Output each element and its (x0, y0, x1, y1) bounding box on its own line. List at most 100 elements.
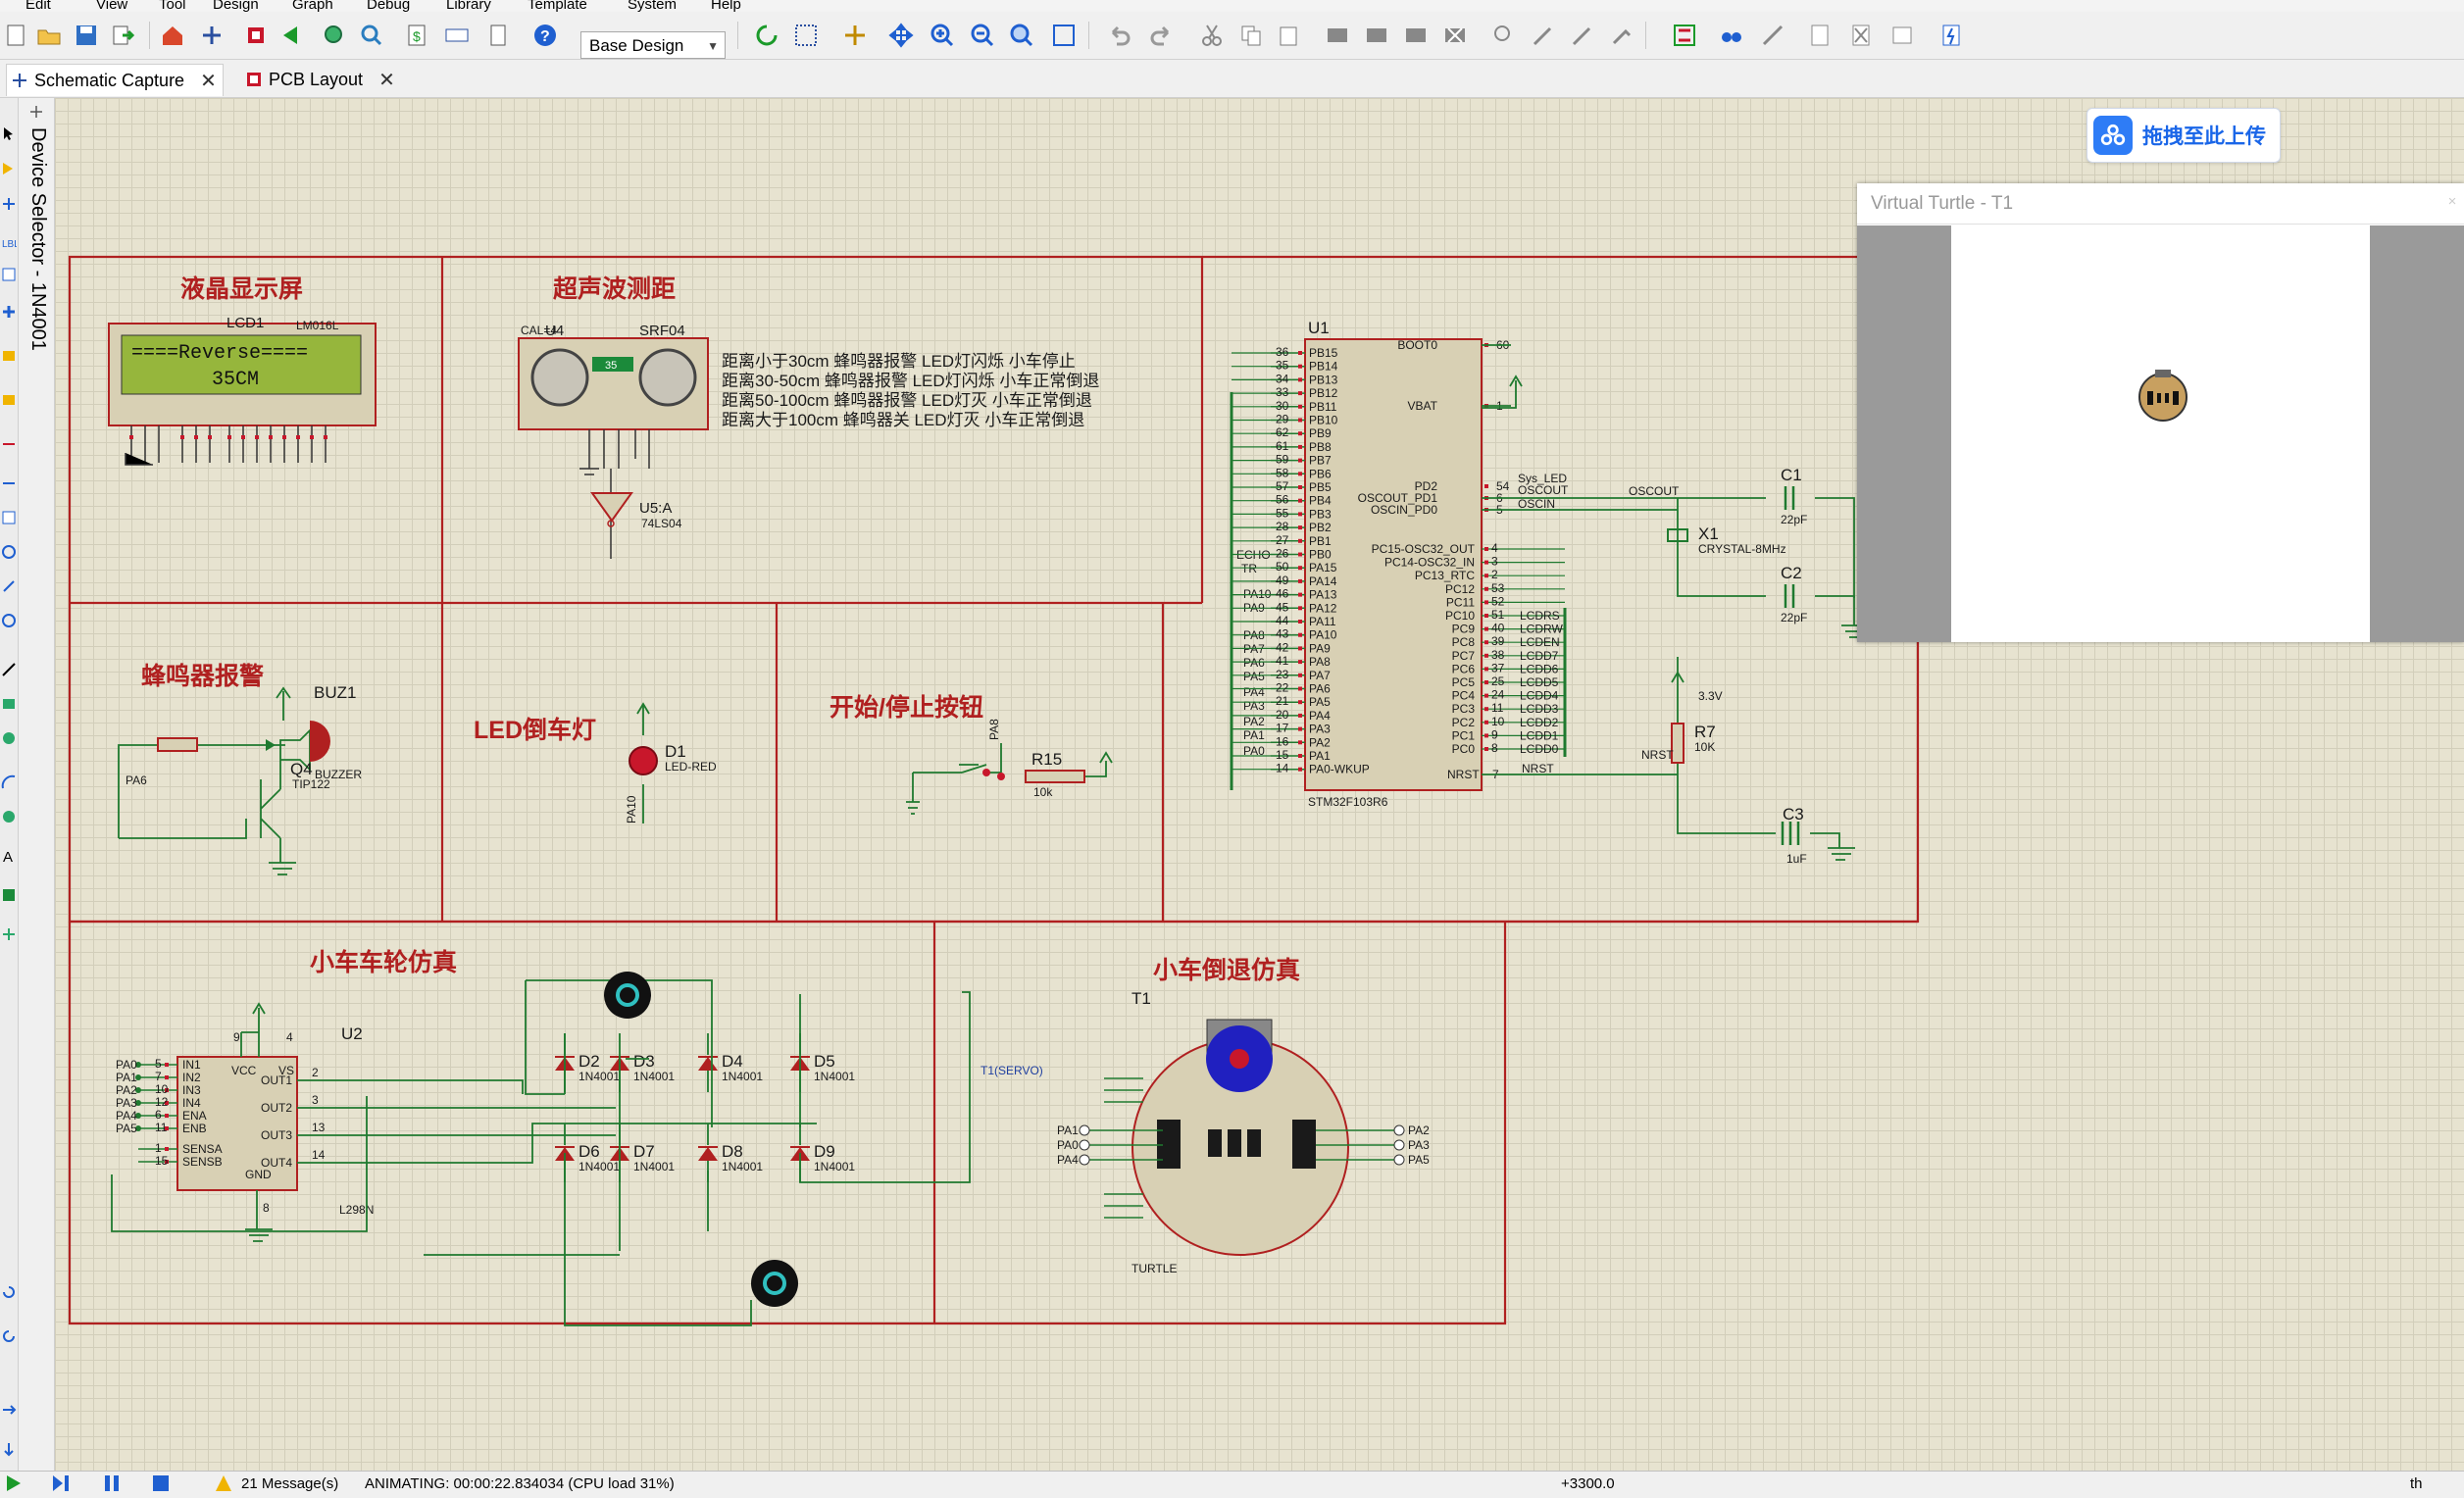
import-icon[interactable] (108, 20, 139, 51)
menu-library[interactable]: Library (446, 0, 491, 12)
bus-mode-icon[interactable] (1, 304, 17, 320)
decompose-icon[interactable] (1606, 20, 1637, 51)
zoom-out-icon[interactable] (967, 20, 998, 51)
step-icon[interactable] (51, 1473, 71, 1493)
block-rotate-icon[interactable] (1400, 20, 1432, 51)
menu-template[interactable]: Template (528, 0, 587, 12)
zoom-in-icon[interactable] (927, 20, 958, 51)
mirror-y-icon[interactable] (1, 1441, 17, 1457)
menu-graph[interactable]: Graph (292, 0, 333, 12)
tab-pcb-layout[interactable]: PCB Layout ✕ (241, 64, 398, 95)
stm32-mcu[interactable]: U1 STM32F103R6 PB1536PB1435PB1334PB1233P… (1230, 319, 1569, 809)
rotate-ccw-icon[interactable] (1, 1328, 17, 1344)
packaging-icon[interactable] (1567, 20, 1598, 51)
paste-icon[interactable] (1273, 20, 1304, 51)
menu-design[interactable]: Design (213, 0, 259, 12)
copy-icon[interactable] (1235, 20, 1267, 51)
save-icon[interactable] (71, 20, 102, 51)
close-icon[interactable]: ✕ (378, 69, 395, 91)
symbol-mode-icon[interactable] (1, 887, 17, 903)
menu-tool[interactable]: Tool (159, 0, 186, 12)
play-icon[interactable] (4, 1473, 24, 1493)
stop-icon[interactable] (151, 1473, 171, 1493)
grid-icon[interactable] (790, 20, 822, 51)
netlist-icon[interactable] (441, 20, 473, 51)
component-mode-icon[interactable] (1, 161, 17, 176)
open-folder-icon[interactable] (33, 20, 65, 51)
pin-mode-icon[interactable] (1, 475, 17, 491)
redo-icon[interactable] (1145, 20, 1177, 51)
turtle-component[interactable]: T1 TURTLE PA1 PA0 PA4 PA2 PA3 PA5 T1(SER… (981, 989, 1430, 1275)
close-icon[interactable]: × (2447, 193, 2457, 210)
bom-icon[interactable] (356, 20, 387, 51)
text-mode-icon[interactable]: A (1, 848, 17, 866)
exit-sheet-icon[interactable] (1886, 20, 1918, 51)
schematic-icon[interactable] (196, 20, 227, 51)
text-script-mode-icon[interactable] (1, 267, 17, 282)
wire-label-mode-icon[interactable]: LBL (1, 235, 18, 251)
message-count[interactable]: 21 Message(s) (241, 1475, 339, 1492)
selection-mode-icon[interactable] (1, 125, 17, 141)
port-mode-icon[interactable] (1, 436, 17, 452)
close-icon[interactable]: ✕ (200, 70, 217, 92)
start-stop-button[interactable]: R15 10k PA8 (906, 719, 1113, 815)
lcd-component[interactable]: ====Reverse==== 35CM LCD1 LM016L (108, 315, 377, 466)
graph-mode-icon[interactable] (1, 510, 17, 525)
make-device-icon[interactable] (1528, 20, 1559, 51)
crystal-oscillator[interactable]: C1 22pF C2 22pF X1 CRYSTAL-8MHz OSCOUT (1482, 466, 1869, 638)
property-assign-icon[interactable] (1757, 20, 1788, 51)
buzzer-circuit[interactable]: BUZ1 BUZZER Q4 TIP122 PA6 (118, 683, 362, 875)
line-mode-icon[interactable] (1, 662, 17, 677)
upload-drop-button[interactable]: 拖拽至此上传 (2087, 108, 2281, 163)
mirror-x-icon[interactable] (1, 1402, 17, 1418)
pcb-icon[interactable] (240, 20, 272, 51)
menu-view[interactable]: View (96, 0, 128, 12)
led-component[interactable]: D1 LED-RED PA10 (625, 702, 717, 824)
zoom-all-icon[interactable] (1006, 20, 1037, 51)
design-variant-select[interactable]: Base Design▼ (580, 31, 726, 59)
arc-mode-icon[interactable] (1, 774, 17, 790)
subcircuit-mode-icon[interactable] (1, 348, 17, 364)
pause-icon[interactable] (102, 1473, 122, 1493)
rotate-cw-icon[interactable] (1, 1284, 17, 1300)
circle-mode-icon[interactable] (1, 730, 17, 746)
refresh-icon[interactable] (751, 20, 782, 51)
ultrasonic-sensor[interactable]: 35 CAL=4 U4 SRF04 (518, 323, 709, 475)
inverter-74ls04[interactable]: U5:A 74LS04 (590, 469, 682, 559)
pin-icon[interactable] (28, 104, 44, 120)
l298n-driver[interactable]: U2 L298N IN15PA0IN27PA1IN310PA2IN412PA3E… (111, 1002, 374, 1242)
reset-circuit[interactable]: R7 10K C3 1uF 3.3V NRST (1482, 657, 1855, 866)
menu-edit[interactable]: Edit (25, 0, 51, 12)
origin-icon[interactable] (839, 20, 871, 51)
menu-debug[interactable]: Debug (367, 0, 411, 12)
gerber-icon[interactable] (277, 20, 308, 51)
block-move-icon[interactable] (1361, 20, 1392, 51)
menu-system[interactable]: System (628, 0, 678, 12)
marker-mode-icon[interactable] (1, 926, 17, 942)
virtual-turtle-window[interactable]: Virtual Turtle - T1 × (1857, 183, 2464, 642)
block-copy-icon[interactable] (1322, 20, 1353, 51)
search-tag-icon[interactable] (1716, 20, 1747, 51)
box-mode-icon[interactable] (1, 696, 17, 712)
home-icon[interactable] (157, 20, 188, 51)
instrument-mode-icon[interactable] (1, 613, 17, 628)
remove-sheet-icon[interactable] (1845, 20, 1877, 51)
electrical-check-icon[interactable] (1936, 20, 1967, 51)
diode-bridge[interactable]: D21N4001D31N4001D41N4001D51N4001D61N4001… (297, 972, 971, 1326)
cost-icon[interactable]: $ (401, 20, 432, 51)
tab-schematic-capture[interactable]: Schematic Capture ✕ (6, 64, 224, 96)
pan-icon[interactable] (885, 20, 917, 51)
new-file-icon[interactable] (0, 20, 31, 51)
undo-icon[interactable] (1104, 20, 1135, 51)
junction-mode-icon[interactable] (1, 196, 17, 212)
cut-icon[interactable] (1196, 20, 1228, 51)
help-icon[interactable]: ? (529, 20, 561, 51)
pick-device-icon[interactable] (1488, 20, 1520, 51)
terminal-mode-icon[interactable] (1, 392, 17, 408)
zoom-area-icon[interactable] (1048, 20, 1080, 51)
report-icon[interactable] (482, 20, 514, 51)
path-mode-icon[interactable] (1, 809, 17, 824)
menu-help[interactable]: Help (711, 0, 741, 12)
block-delete-icon[interactable] (1439, 20, 1471, 51)
new-sheet-icon[interactable] (1804, 20, 1835, 51)
